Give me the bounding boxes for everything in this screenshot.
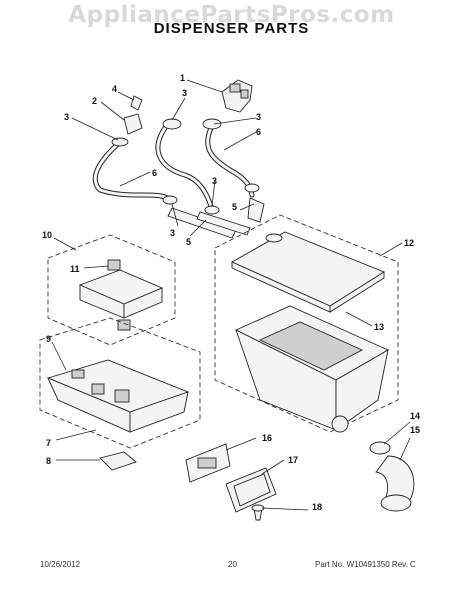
callout-18: 18 xyxy=(312,502,322,512)
drawer-clip-part xyxy=(99,451,137,471)
callout-3: 3 xyxy=(212,176,217,186)
callout-6: 6 xyxy=(256,127,261,137)
callout-labels: 1 4 2 3 3 3 6 6 3 3 5 5 10 11 12 13 9 7 … xyxy=(42,73,420,512)
part-10-outline xyxy=(47,234,176,346)
callout-1: 1 xyxy=(180,73,185,83)
callout-11: 11 xyxy=(70,264,80,274)
callout-10: 10 xyxy=(42,230,52,240)
callout-12: 12 xyxy=(404,238,414,248)
gasket-part xyxy=(225,467,277,513)
bracket-part xyxy=(185,443,231,483)
callout-17: 17 xyxy=(288,455,298,465)
clamps xyxy=(111,118,260,215)
callout-5: 5 xyxy=(232,202,237,212)
bleach-insert-part xyxy=(78,259,164,331)
dispenser-drawer-part xyxy=(46,359,190,433)
hoses xyxy=(92,123,255,213)
callout-2: 2 xyxy=(92,96,97,106)
callout-7: 7 xyxy=(46,438,51,448)
screw-part xyxy=(251,504,265,521)
sensor-part xyxy=(130,95,143,111)
callout-4: 4 xyxy=(112,84,117,94)
footer-part-number: Part No. W10491350 Rev. C xyxy=(315,560,416,569)
watermark: AppliancePartsPros.com xyxy=(68,2,395,28)
footer-date: 10/26/2012 xyxy=(40,560,81,569)
inlet-tubes xyxy=(167,197,265,239)
callout-leaders xyxy=(51,79,411,511)
callout-8: 8 xyxy=(46,456,51,466)
callout-15: 15 xyxy=(410,425,420,435)
callout-14: 14 xyxy=(410,411,420,421)
callout-6: 6 xyxy=(152,168,157,178)
footer-page-number: 20 xyxy=(228,560,237,569)
callout-5: 5 xyxy=(186,237,191,247)
part-9-outline xyxy=(39,317,201,449)
page-title: DISPENSER PARTS xyxy=(153,20,310,37)
part-12-outline xyxy=(214,214,399,433)
callout-13: 13 xyxy=(374,322,384,332)
callout-9: 9 xyxy=(46,334,51,344)
coupling-part xyxy=(123,113,143,135)
callout-16: 16 xyxy=(262,433,272,443)
callout-3: 3 xyxy=(170,228,175,238)
valve-assembly-part xyxy=(221,79,253,113)
vent-hose-part xyxy=(369,441,415,512)
callout-3: 3 xyxy=(256,112,261,122)
dispenser-cover-part xyxy=(231,231,385,313)
dispenser-housing-part xyxy=(234,305,389,433)
callout-3: 3 xyxy=(182,88,187,98)
callout-3: 3 xyxy=(64,112,69,122)
